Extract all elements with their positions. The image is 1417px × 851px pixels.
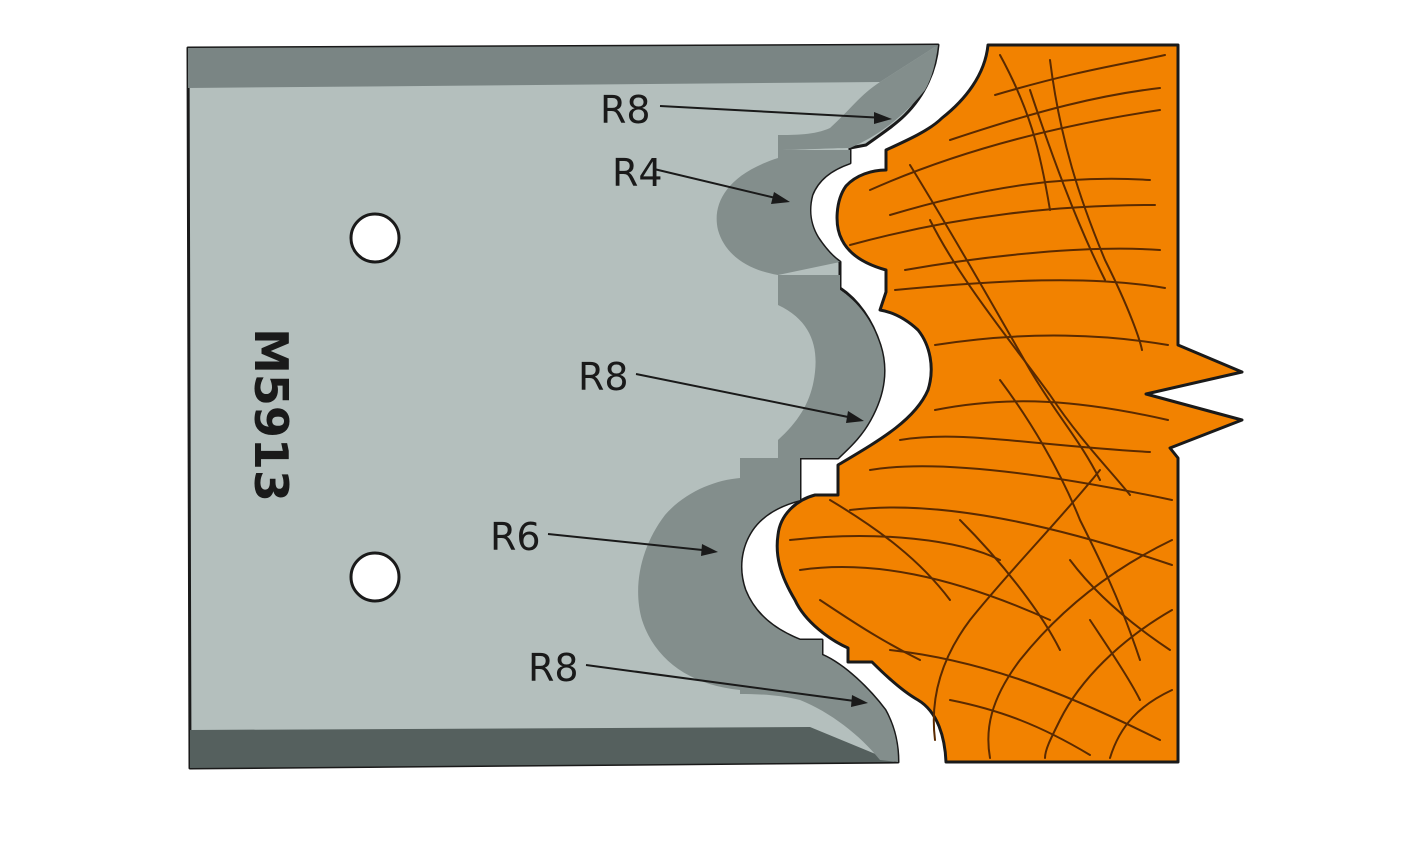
workpiece [775,43,1244,764]
grain-line [932,469,1101,741]
leader-arrow-bottom [851,695,868,707]
knife-bevel-middle-r8 [778,275,885,458]
leader-line-top [659,105,886,119]
radius-label-top: R8 [600,88,651,132]
radius-label-bottom: R8 [528,646,579,690]
grain-line [1029,89,1106,281]
grain-line [849,204,1156,246]
grain-line [869,109,1161,191]
leader-arrow-middle [846,411,864,423]
grain-line [929,219,1131,496]
grain-line [829,499,951,601]
grain-line [849,506,1173,566]
knife-top-bevel [778,45,938,150]
grain-line [959,519,1061,651]
grain-line [869,465,1173,501]
grain-line [899,435,1151,453]
grain-line [999,54,1051,211]
grain-line [1069,559,1171,651]
leader-arrow-upper-small [771,192,790,204]
grain-line [994,54,1166,96]
knife-bevel-r6 [638,458,800,690]
grain-line [1089,619,1141,701]
radius-label-middle: R8 [578,355,629,399]
leader-arrow-lower [701,544,718,556]
leader-line-upper-small [653,168,785,201]
grain-line [904,247,1161,271]
leader-arrow-top [874,112,892,124]
wood-grain [789,54,1173,759]
mounting-hole-upper [349,212,401,264]
knife-bevel-r4 [716,150,850,275]
grain-line [934,400,1169,421]
grain-line [789,535,1001,561]
workpiece-body [775,43,1244,764]
knife-bottom-bevel [740,640,898,762]
part-code: M5913 [244,328,298,502]
grain-line [1049,59,1143,351]
grain-line [987,539,1173,759]
grain-line [999,379,1141,661]
leader-line-bottom [585,664,863,703]
grain-line [889,177,1151,216]
radius-label-upper-small: R4 [612,151,663,195]
radius-callouts: R8 R4 R8 R6 R8 [490,88,892,707]
profile-knife: M5913 [186,43,940,770]
leader-line-middle [635,373,859,420]
grain-line [799,566,1051,621]
knife-top-band [188,45,938,88]
grain-line [894,279,1166,291]
knife-bottom-band [190,727,895,768]
mounting-hole-lower [349,551,401,603]
grain-line [1109,689,1173,759]
grain-line [819,599,921,661]
leader-line-lower [547,533,713,552]
grain-line [1044,609,1173,759]
grain-line [949,699,1091,756]
grain-line [934,334,1169,346]
grain-line [889,649,1161,741]
radius-label-lower: R6 [490,515,541,559]
grain-line [949,87,1161,141]
